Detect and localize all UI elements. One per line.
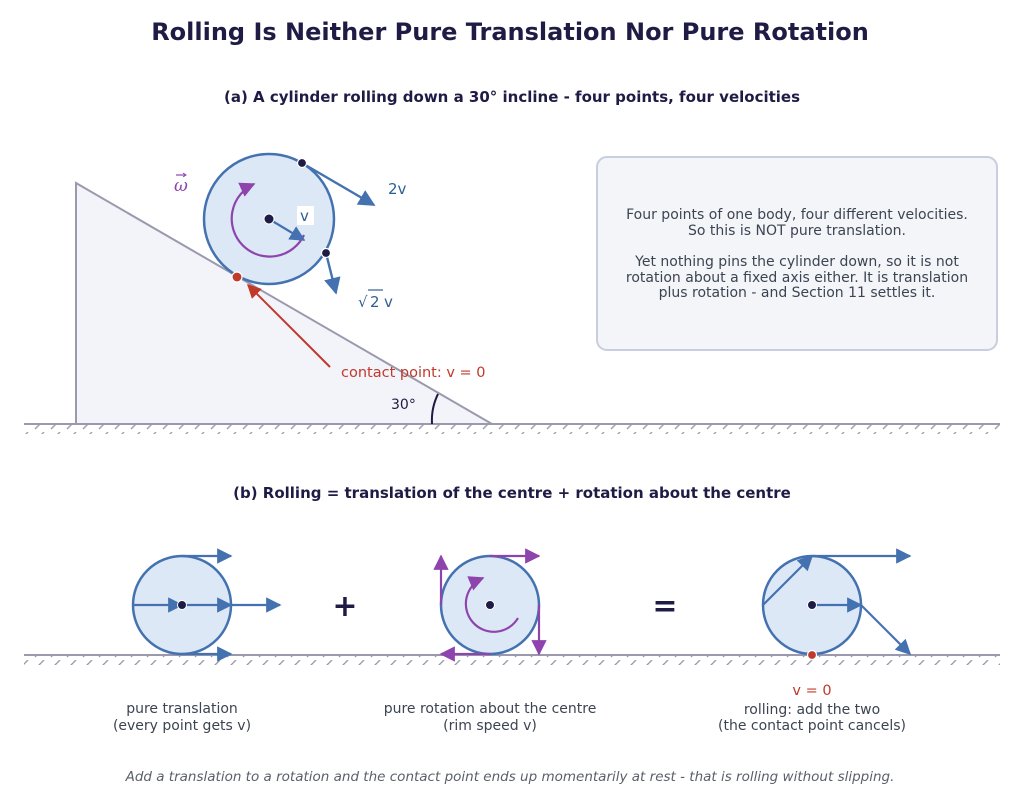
disk-rolling [761,548,912,661]
contact-pointer-arrow [247,284,331,368]
sqrt2-velocity-label: √ 2 v [358,289,393,311]
disk-translation [131,548,282,662]
ground-a [24,423,1000,434]
centre-v-label: v [300,207,309,225]
caption-translation-line1: pure translation [126,701,238,717]
rolling-right-arrow [860,604,912,656]
translation-centre-point [177,600,187,610]
note-line-4: rotation about a fixed axis either. It i… [626,270,968,286]
omega-vector-bar-head [182,172,187,178]
top-point [296,157,308,169]
equals-operator: = [652,589,677,624]
note-line-5: plus rotation - and Section 11 settles i… [659,285,936,301]
top-velocity-label: 2v [388,180,407,198]
side-point [320,247,332,259]
rolling-left-arrow [762,554,814,606]
caption-rotation-line2: (rim speed v) [443,718,537,734]
caption-rolling-line2: (the contact point cancels) [718,718,906,734]
note-line-3: Yet nothing pins the cylinder down, so i… [634,254,959,270]
caption-rolling-line1: rolling: add the two [744,702,880,718]
note-line-2: So this is NOT pure translation. [688,223,906,239]
panel-b-heading: (b) Rolling = translation of the centre … [233,484,791,502]
top-point-velocity-arrow [301,161,376,207]
centre-velocity-arrow [268,218,306,241]
sqrt2-radical: √ [358,293,368,311]
rotation-curl-arrow [464,576,519,633]
angle-label: 30° [391,397,416,413]
caption-rolling-v0: v = 0 [792,683,831,699]
centre-v-label-bg [297,206,314,225]
page-title: Rolling Is Neither Pure Translation Nor … [151,18,869,46]
ground-b [24,654,1000,665]
note-line-1: Four points of one body, four different … [626,207,968,223]
sqrt2-number: 2 [370,293,380,311]
plus-operator: + [332,589,357,624]
disk-rotation [433,548,547,662]
sqrt2-v: v [384,293,393,311]
footer-note: Add a translation to a rotation and the … [125,769,895,785]
omega-label: ω [174,176,188,196]
omega-rotation-arrow [230,182,305,258]
angle-arc [430,393,439,425]
contact-point [231,271,243,283]
side-point-velocity-arrow [324,252,341,295]
panel-a-heading: (a) A cylinder rolling down a 30° inclin… [224,88,800,106]
centre-point [263,213,275,225]
rolling-centre-point [807,600,817,610]
rotation-centre-point [485,600,495,610]
contact-point-label: contact point: v = 0 [341,365,486,381]
caption-rotation-line1: pure rotation about the centre [384,701,597,717]
rolling-contact-point [806,649,818,661]
caption-translation-line2: (every point gets v) [113,718,251,734]
explanation-note: Four points of one body, four different … [596,156,998,351]
incline-wedge [75,181,496,425]
